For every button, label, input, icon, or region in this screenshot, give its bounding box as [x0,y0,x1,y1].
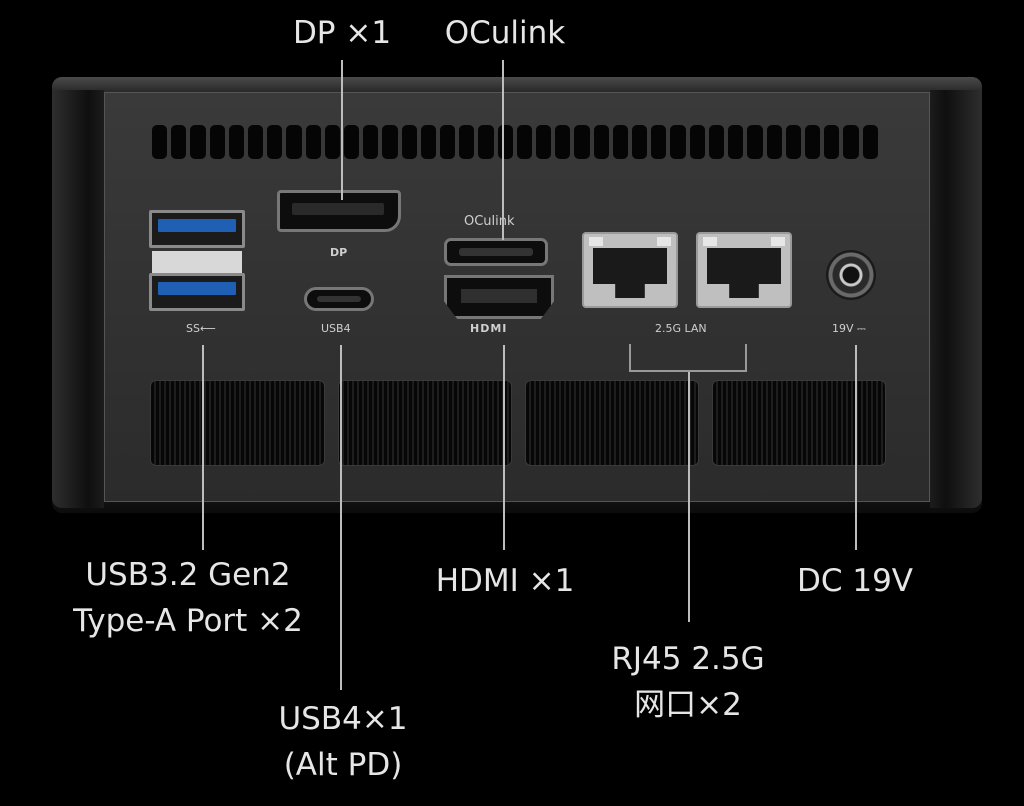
lan-bracket-line [629,344,747,372]
callout-rj45-line1: RJ45 2.5G [611,641,765,677]
oculink-port [444,238,548,266]
vent-grille-3 [525,380,699,466]
callout-usb4-line1: USB4×1 [278,701,408,737]
callout-usb4-line2: (Alt PD) [283,747,403,783]
lan-port-label: 2.5G LAN [655,322,707,335]
vent-slot [228,125,245,159]
vent-slot [497,125,513,159]
displayport-port [277,190,401,232]
rj45-port-1 [582,232,678,308]
vent-slot [305,125,321,159]
callout-rj45-line2: 网口×2 [634,687,742,723]
dc-power-jack [826,250,876,300]
vent-slot [420,125,437,159]
vent-slot [286,125,302,159]
rj45-port-2 [696,232,792,308]
oculink-port-label: OCulink [464,214,515,229]
leader-line-hdmi [503,345,505,550]
vent-grille-1 [150,380,325,466]
vent-slot [632,125,648,159]
vent-slot [747,125,763,159]
vent-slot [670,125,686,159]
vent-slot [536,125,552,159]
vent-slot [651,125,667,159]
vent-slot [593,125,609,159]
vent-slot [516,125,533,159]
leader-line-dp [341,60,343,200]
vent-slot [363,125,379,159]
callout-oculink: OCulink [444,15,566,51]
dc-port-label: 19V ⎓ [832,322,866,335]
callout-dp: DP ×1 [292,15,392,51]
vent-slot [824,125,840,159]
hdmi-logo: HDMI [470,322,508,335]
vent-slot [324,125,341,159]
leader-line-dc [855,345,857,550]
vent-slot [612,125,629,159]
left-side-cap [52,90,104,508]
vent-slot [708,125,725,159]
vent-slot [843,125,859,159]
vent-slot [785,125,801,159]
usb-a-port-bottom [149,273,245,311]
usb-a-port-top [149,210,245,248]
dp-port-label: DP [330,246,348,259]
leader-line-usb4 [340,345,342,690]
usb-port-divider [152,251,242,273]
callout-dc: DC 19V [796,563,914,599]
vent-slot [190,125,206,159]
callout-usb32-line2: Type-A Port ×2 [73,603,303,639]
vent-slot [152,125,168,159]
vent-slot [248,125,264,159]
top-rim [52,77,982,95]
leader-line-rj45 [688,372,690,622]
vent-slot [478,125,494,159]
hdmi-port [444,275,554,319]
usb4-port-label: USB4 [321,322,351,335]
right-side-cap [930,90,982,508]
vent-slot [344,125,360,159]
usb-superspeed-icon: SS⟵ [186,322,216,335]
vent-slot [728,125,744,159]
vent-slot [804,125,821,159]
vent-slot [209,125,225,159]
vent-slot [574,125,590,159]
vent-slot [689,125,705,159]
callout-usb32-line1: USB3.2 Gen2 [85,557,291,593]
vent-grille-4 [712,380,886,466]
vent-slot [459,125,475,159]
vent-slot [440,125,456,159]
vent-grille-2 [338,380,512,466]
vent-slot [267,125,283,159]
leader-line-oculink [502,60,504,240]
usb4-type-c-port [304,287,374,311]
vent-slot [171,125,187,159]
vent-slot [401,125,417,159]
vent-slot [555,125,571,159]
vent-slot [382,125,398,159]
leader-line-usb32 [202,345,204,550]
vent-slot [766,125,782,159]
callout-hdmi: HDMI ×1 [435,563,575,599]
vent-slot [862,125,878,159]
top-vent-row [152,125,878,159]
